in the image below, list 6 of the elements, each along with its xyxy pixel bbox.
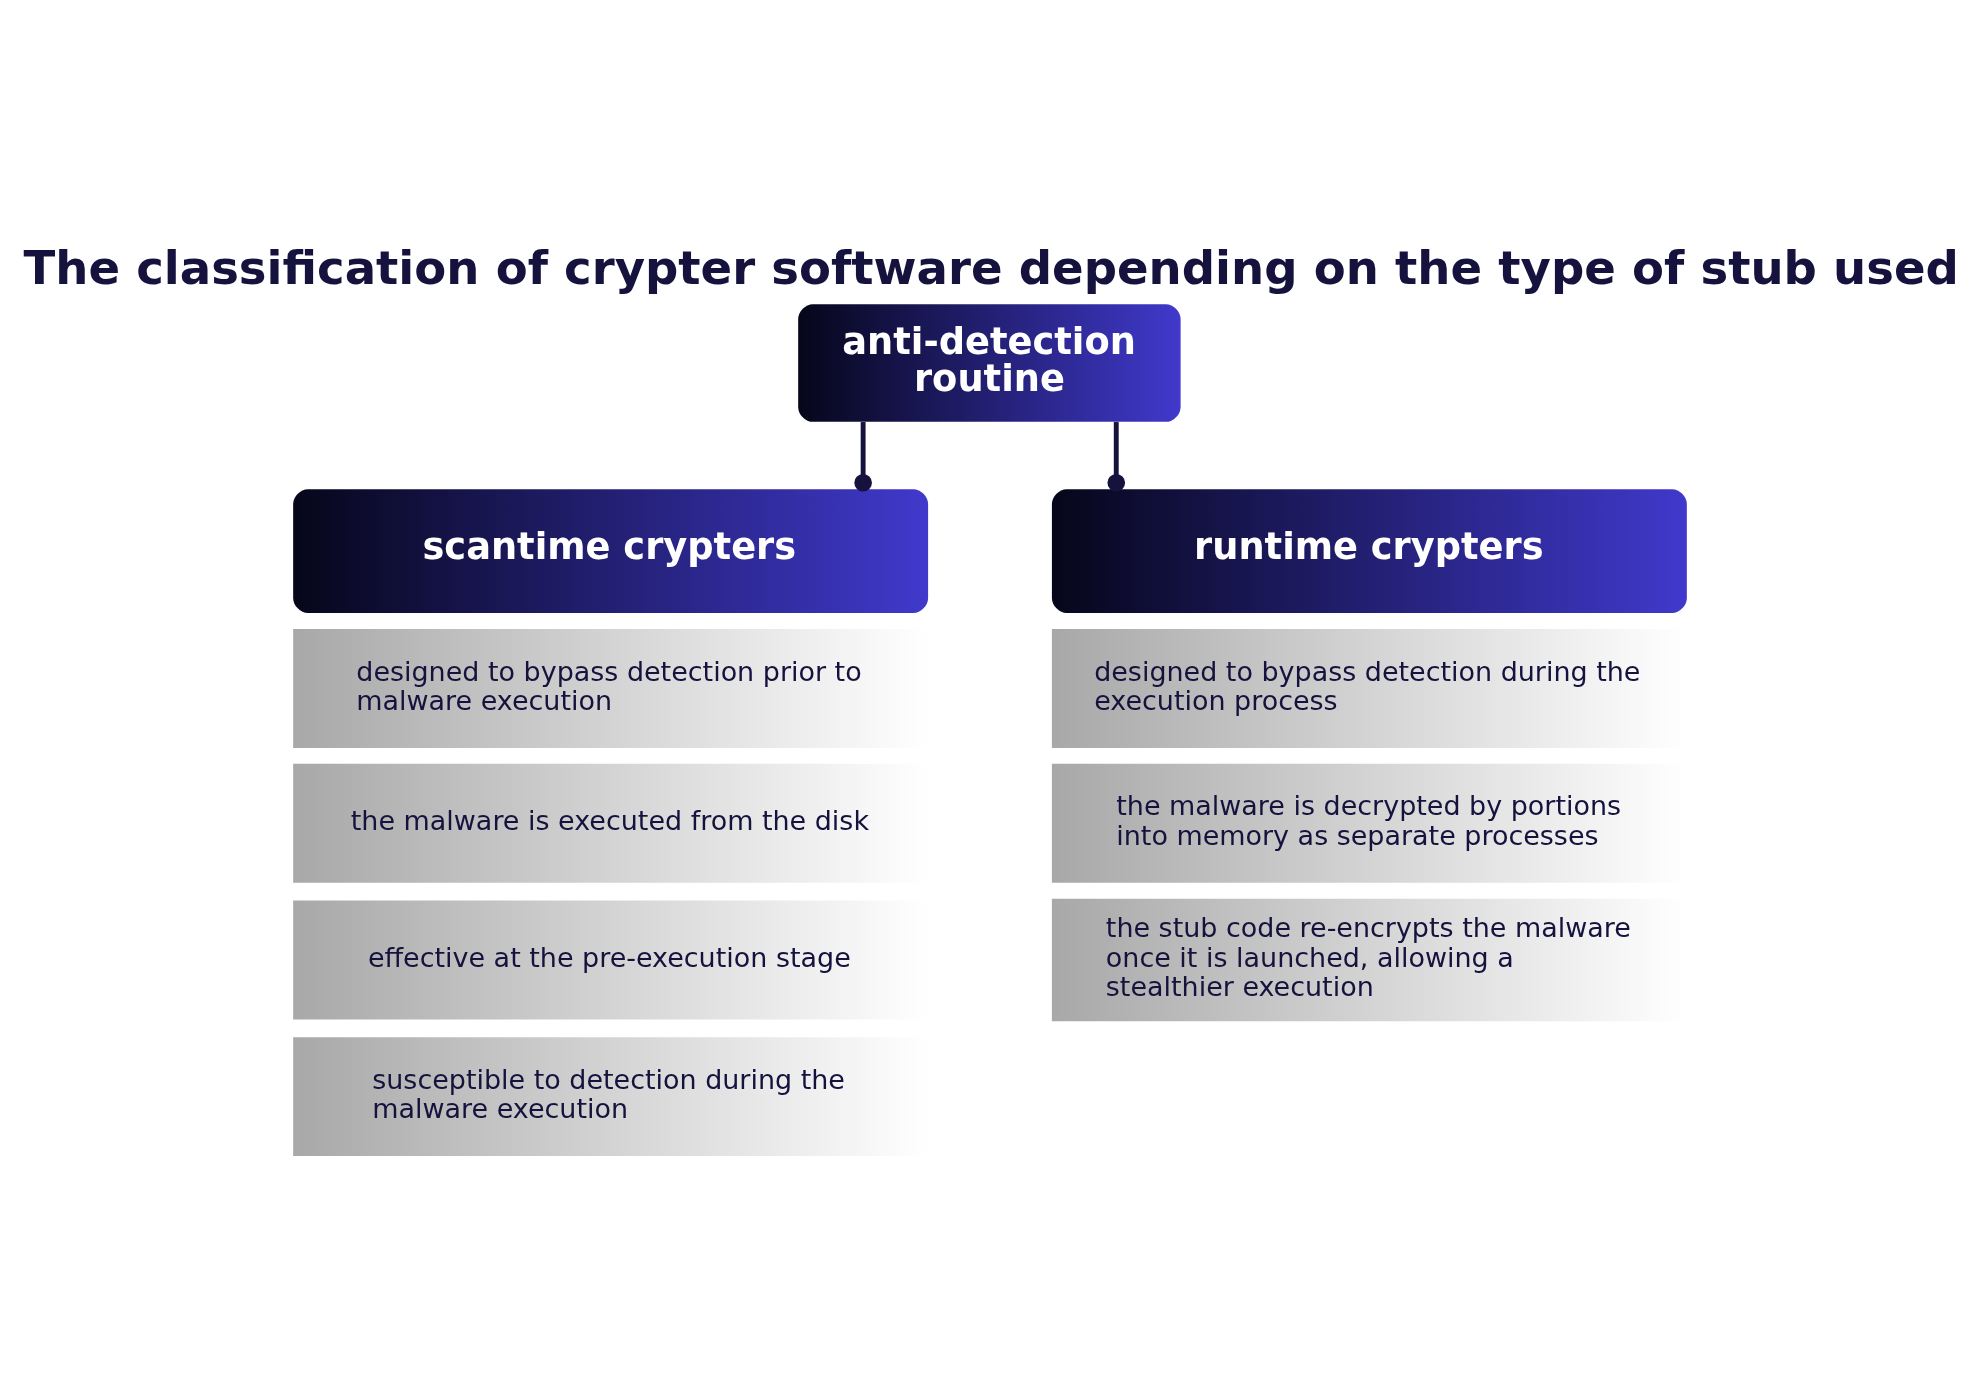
- connector: [854, 421, 872, 492]
- node-box: anti-detection routine: [798, 303, 1181, 422]
- node-box: runtime crypters: [1051, 488, 1687, 613]
- connector: [1107, 421, 1126, 492]
- node-box: scantime crypters: [293, 488, 929, 613]
- diagram-title: The classification of crypter software depending on the type of stub used: [23, 240, 1959, 295]
